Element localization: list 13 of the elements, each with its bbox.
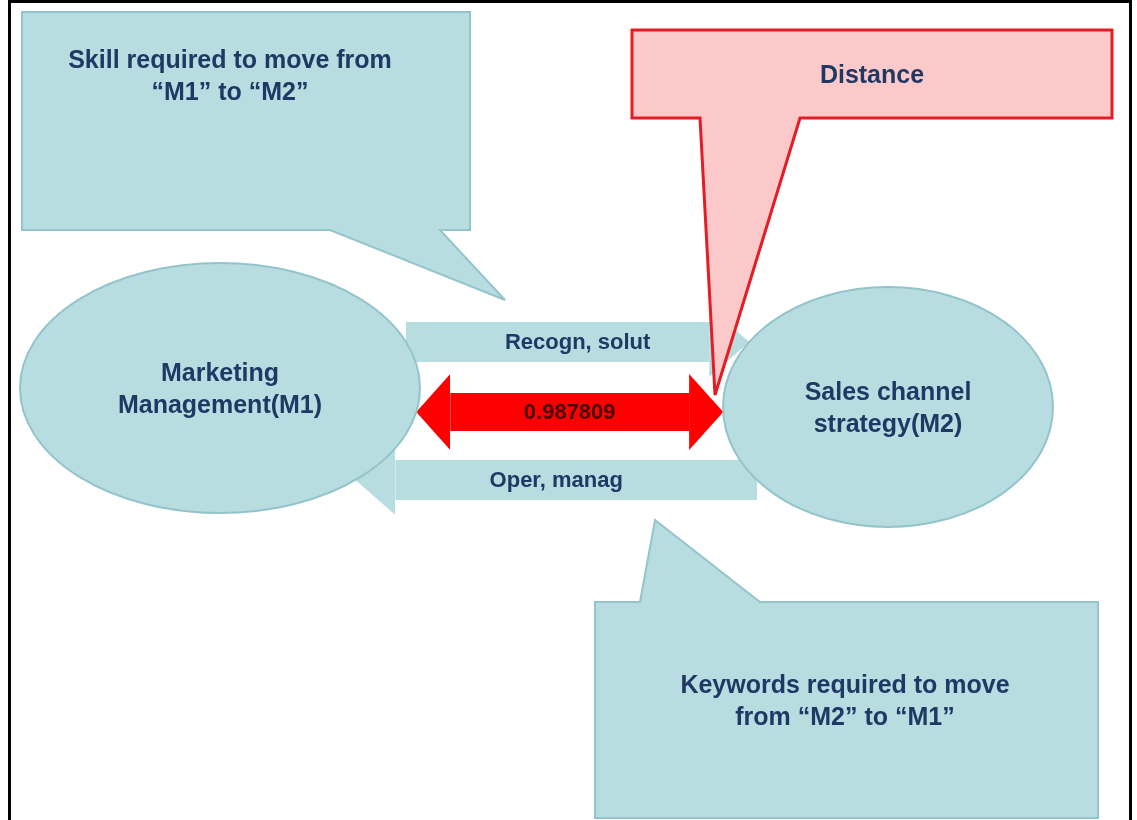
node-label: Marketing Management(M1) <box>116 356 324 420</box>
ellipse-node <box>722 286 1054 528</box>
node-label: Sales channel strategy(M2) <box>803 375 973 439</box>
callout-text: Keywords required to move from “M2” to “M1” <box>679 668 1011 732</box>
callout-box <box>594 518 1099 819</box>
edge-label: Oper, manag <box>489 467 623 493</box>
callout-box <box>21 11 506 301</box>
double-arrow <box>416 374 724 450</box>
edge-label: Recogn, solut <box>504 329 651 355</box>
callout-text: Distance <box>819 58 925 90</box>
callout-text: Skill required to move from “M1” to “M2” <box>67 43 393 107</box>
edge-label: 0.987809 <box>523 399 616 425</box>
ellipse-node <box>19 262 421 514</box>
